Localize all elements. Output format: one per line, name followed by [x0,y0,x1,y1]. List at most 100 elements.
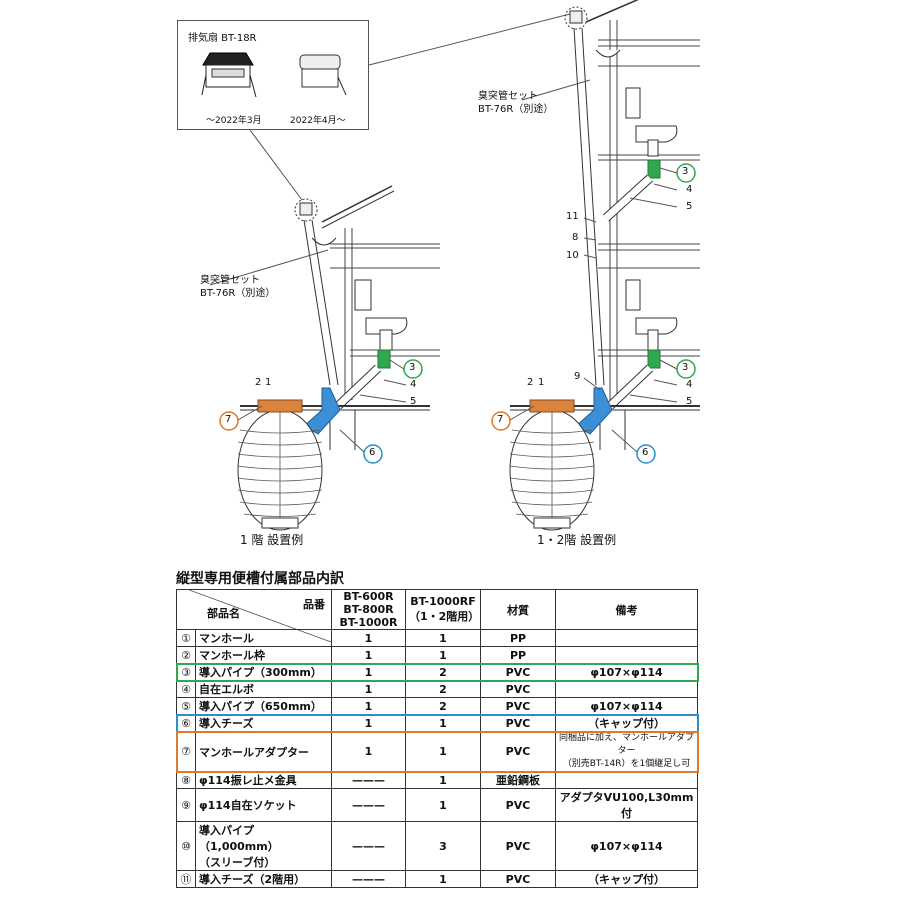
row-number: ⑤ [176,697,196,715]
row-note: 同梱品に加え、マンホールアダプター （別売BT-14R）を1個継足し可 [555,731,698,772]
right-num-7: 7 [497,414,504,425]
row-qty-model-b: 1 [405,731,481,772]
row-part-name: φ114自在ソケット [195,788,332,822]
row-note [555,629,698,647]
row-note: （キャップ付） [555,870,698,888]
row-material: PVC [480,697,556,715]
left-num-6: 6 [369,447,376,458]
row-qty-model-a: 1 [331,646,406,664]
row-note: φ107×φ114 [555,663,698,681]
right-installation-drawing [491,0,700,531]
row-part-name: マンホール枠 [195,646,332,664]
left-vent-pipe-label-1: 臭突管セット [200,275,260,286]
left-num-1: 1 [265,377,272,388]
row-note: φ107×φ114 [555,821,698,871]
row-material: PP [480,629,556,647]
exhaust-fan-callout: 排気扇 BT-18R ～2022年3月 2022年4月～ [177,20,369,130]
right-num-10: 10 [566,250,579,261]
row-qty-model-a: 1 [331,731,406,772]
left-drawing-caption: 1 階 設置例 [240,533,304,547]
row-number: ⑥ [176,714,196,732]
right-num-4-upper: 4 [686,184,693,195]
row-number: ③ [176,663,196,681]
text-line: 導入パイプ（1,000mm） [199,824,279,853]
row-qty-model-a: 1 [331,714,406,732]
right-vent-pipe-label-2: BT-76R（別途） [478,104,554,115]
right-num-1: 1 [538,377,545,388]
row-note [555,771,698,789]
row-qty-model-a: ——— [331,870,406,888]
model-a-line: BT-600R [343,590,394,603]
part-number-header: 品番 [303,598,325,611]
text-line: （スリーブ付） [199,856,276,869]
material-header: 材質 [480,589,556,630]
row-qty-model-a: ——— [331,788,406,822]
text-line: （別売BT-14R）を1個継足し可 [562,759,691,769]
right-num-9: 9 [574,371,581,382]
row-material: PVC [480,821,556,871]
row-part-name: 自在エルボ [195,680,332,698]
fan-caption-new: 2022年4月～ [290,116,346,126]
row-qty-model-b: 2 [405,663,481,681]
row-qty-model-b: 1 [405,646,481,664]
right-num-5-upper: 5 [686,201,693,212]
row-qty-model-a: 1 [331,697,406,715]
left-installation-drawing [209,185,440,531]
row-part-name: 導入パイプ（1,000mm） （スリーブ付） [195,821,332,871]
row-part-name: φ114振レ止メ金具 [195,771,332,789]
row-number: ② [176,646,196,664]
right-vent-pipe-label-1: 臭突管セット [478,91,538,102]
row-part-name: 導入チーズ（2階用） [195,870,332,888]
row-qty-model-b: 1 [405,771,481,789]
row-part-name: マンホール [195,629,332,647]
right-drawing-caption: 1・2階 設置例 [537,533,617,547]
row-qty-model-a: ——— [331,821,406,871]
row-part-name: 導入チーズ [195,714,332,732]
row-number: ⑩ [176,821,196,871]
row-qty-model-b: 1 [405,629,481,647]
installation-diagram [209,0,700,531]
row-part-name: 導入パイプ（300mm） [195,663,332,681]
row-qty-model-a: 1 [331,629,406,647]
row-qty-model-b: 2 [405,697,481,715]
row-note [555,680,698,698]
left-num-5: 5 [410,396,417,407]
row-qty-model-b: 3 [405,821,481,871]
right-num-3-lower: 3 [682,362,689,373]
row-qty-model-b: 2 [405,680,481,698]
row-number: ④ [176,680,196,698]
row-note: （キャップ付） [555,714,698,732]
row-part-name: マンホールアダプター [195,731,332,772]
model-b-line: （1・2階用） [409,610,480,623]
right-num-2: 2 [527,377,534,388]
right-num-11: 11 [566,211,579,222]
left-num-2: 2 [255,377,262,388]
row-qty-model-b: 1 [405,870,481,888]
left-vent-pipe-label-2: BT-76R（別途） [200,288,276,299]
row-number: ⑦ [176,731,196,772]
left-num-4: 4 [410,379,417,390]
row-number: ⑪ [176,870,196,888]
text-line: 同梱品に加え、マンホールアダプター [559,733,695,756]
row-number: ⑧ [176,771,196,789]
parts-table: 品番 部品名 BT-600R BT-800R BT-1000R BT-1000R… [175,589,699,888]
left-num-7: 7 [225,414,232,425]
row-qty-model-a: 1 [331,680,406,698]
row-note: φ107×φ114 [555,697,698,715]
right-num-6: 6 [642,447,649,458]
part-name-header: 部品名 [207,607,240,620]
row-note [555,646,698,664]
row-material: PVC [480,663,556,681]
part-header-cell: 品番 部品名 [176,589,332,642]
row-material: PVC [480,714,556,732]
fan-title: 排気扇 BT-18R [188,33,257,44]
